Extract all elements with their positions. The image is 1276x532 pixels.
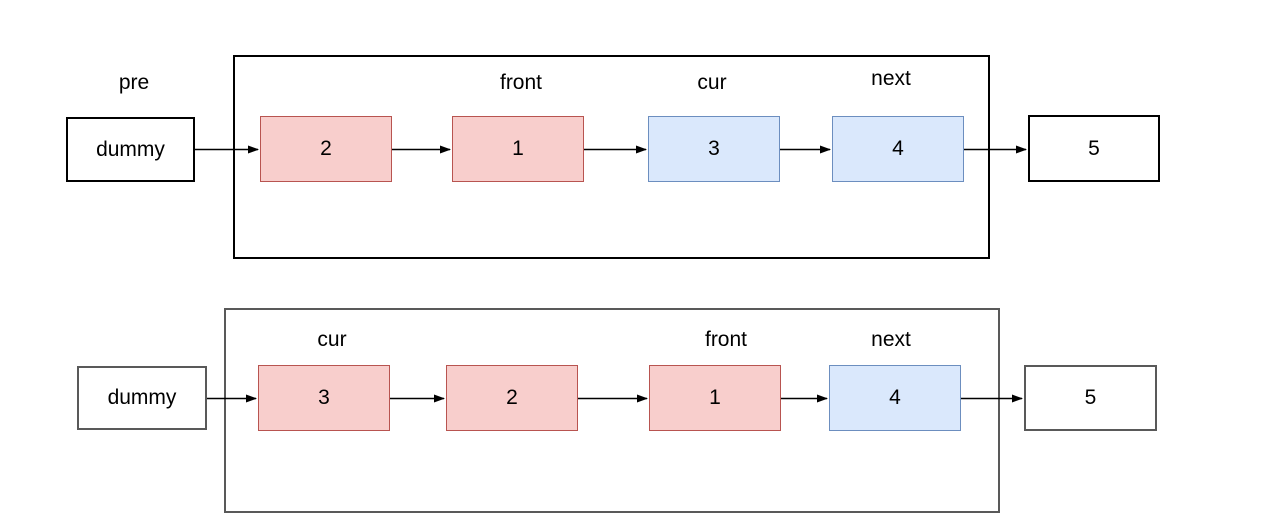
list-node: 4 — [832, 116, 964, 182]
dummy-node-top: dummy — [66, 117, 195, 182]
list-node: 1 — [452, 116, 584, 182]
pointer-label-front-top: front — [499, 71, 543, 94]
list-node: 4 — [829, 365, 961, 431]
sublist-frame-top — [233, 55, 990, 259]
list-node: 2 — [446, 365, 578, 431]
pointer-label-cur-bottom: cur — [317, 328, 347, 351]
dummy-node-bottom: dummy — [77, 366, 207, 430]
pointer-label-front-bottom: front — [704, 328, 748, 351]
list-node: 1 — [649, 365, 781, 431]
list-node: 2 — [260, 116, 392, 182]
tail-node-bottom: 5 — [1024, 365, 1157, 431]
pointer-label-cur-top: cur — [697, 71, 727, 94]
tail-node-top: 5 — [1028, 115, 1160, 182]
pointer-label-next-top: next — [871, 67, 911, 90]
pointer-label-next-bottom: next — [871, 328, 911, 351]
list-node: 3 — [258, 365, 390, 431]
pointer-label-pre: pre — [118, 71, 150, 94]
list-node: 3 — [648, 116, 780, 182]
sublist-frame-bottom — [224, 308, 1000, 513]
